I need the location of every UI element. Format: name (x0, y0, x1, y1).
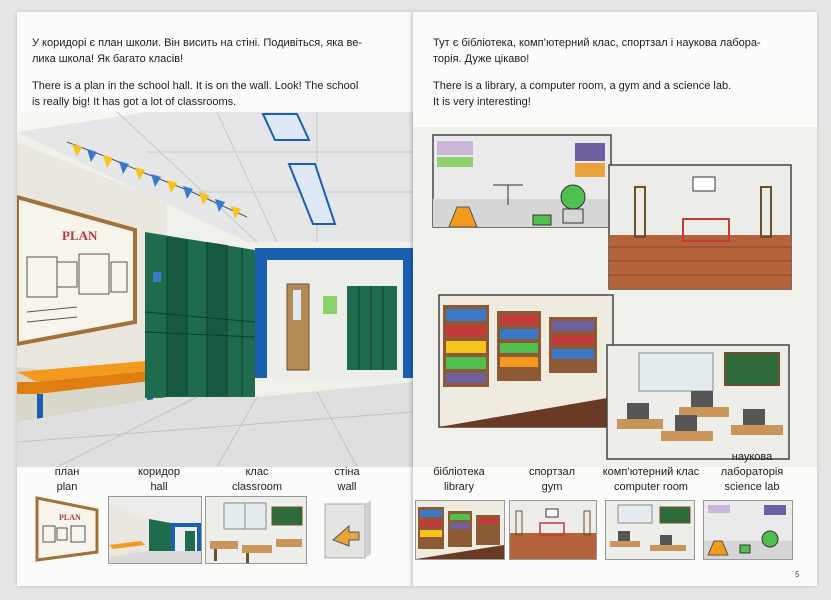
gym-icon (509, 500, 597, 560)
plan-board-icon: PLAN (35, 496, 99, 562)
right-page: Тут є бібліотека, комп’ютерний клас, спо… (413, 12, 817, 586)
gym-scene (608, 164, 792, 290)
library-icon (415, 500, 505, 560)
page-number: 5 (795, 570, 800, 579)
left-text-english: There is a plan in the school hall. It i… (32, 80, 359, 108)
left-text-ukrainian: У коридорі є план школи. Він висить на с… (32, 37, 363, 65)
school-hall-illustration: PLAN (17, 112, 413, 467)
wall-icon (319, 496, 375, 562)
right-text-english: There is a library, a computer room, a g… (433, 80, 732, 108)
library-scene (438, 294, 614, 428)
computer-room-scene (606, 344, 790, 460)
science-lab-scene (432, 134, 612, 228)
computer-room-icon (605, 500, 695, 560)
school-rooms-illustration (413, 127, 817, 467)
hallway-icon (108, 496, 202, 564)
right-text-ukrainian: Тут є бібліотека, комп’ютерний клас, спо… (433, 37, 761, 65)
svg-text:PLAN: PLAN (59, 513, 81, 522)
science-lab-icon (703, 500, 793, 560)
classroom-icon (205, 496, 307, 564)
left-page: У коридорі є план школи. Він висить на с… (17, 12, 413, 586)
plan-board-label: PLAN (62, 228, 98, 243)
